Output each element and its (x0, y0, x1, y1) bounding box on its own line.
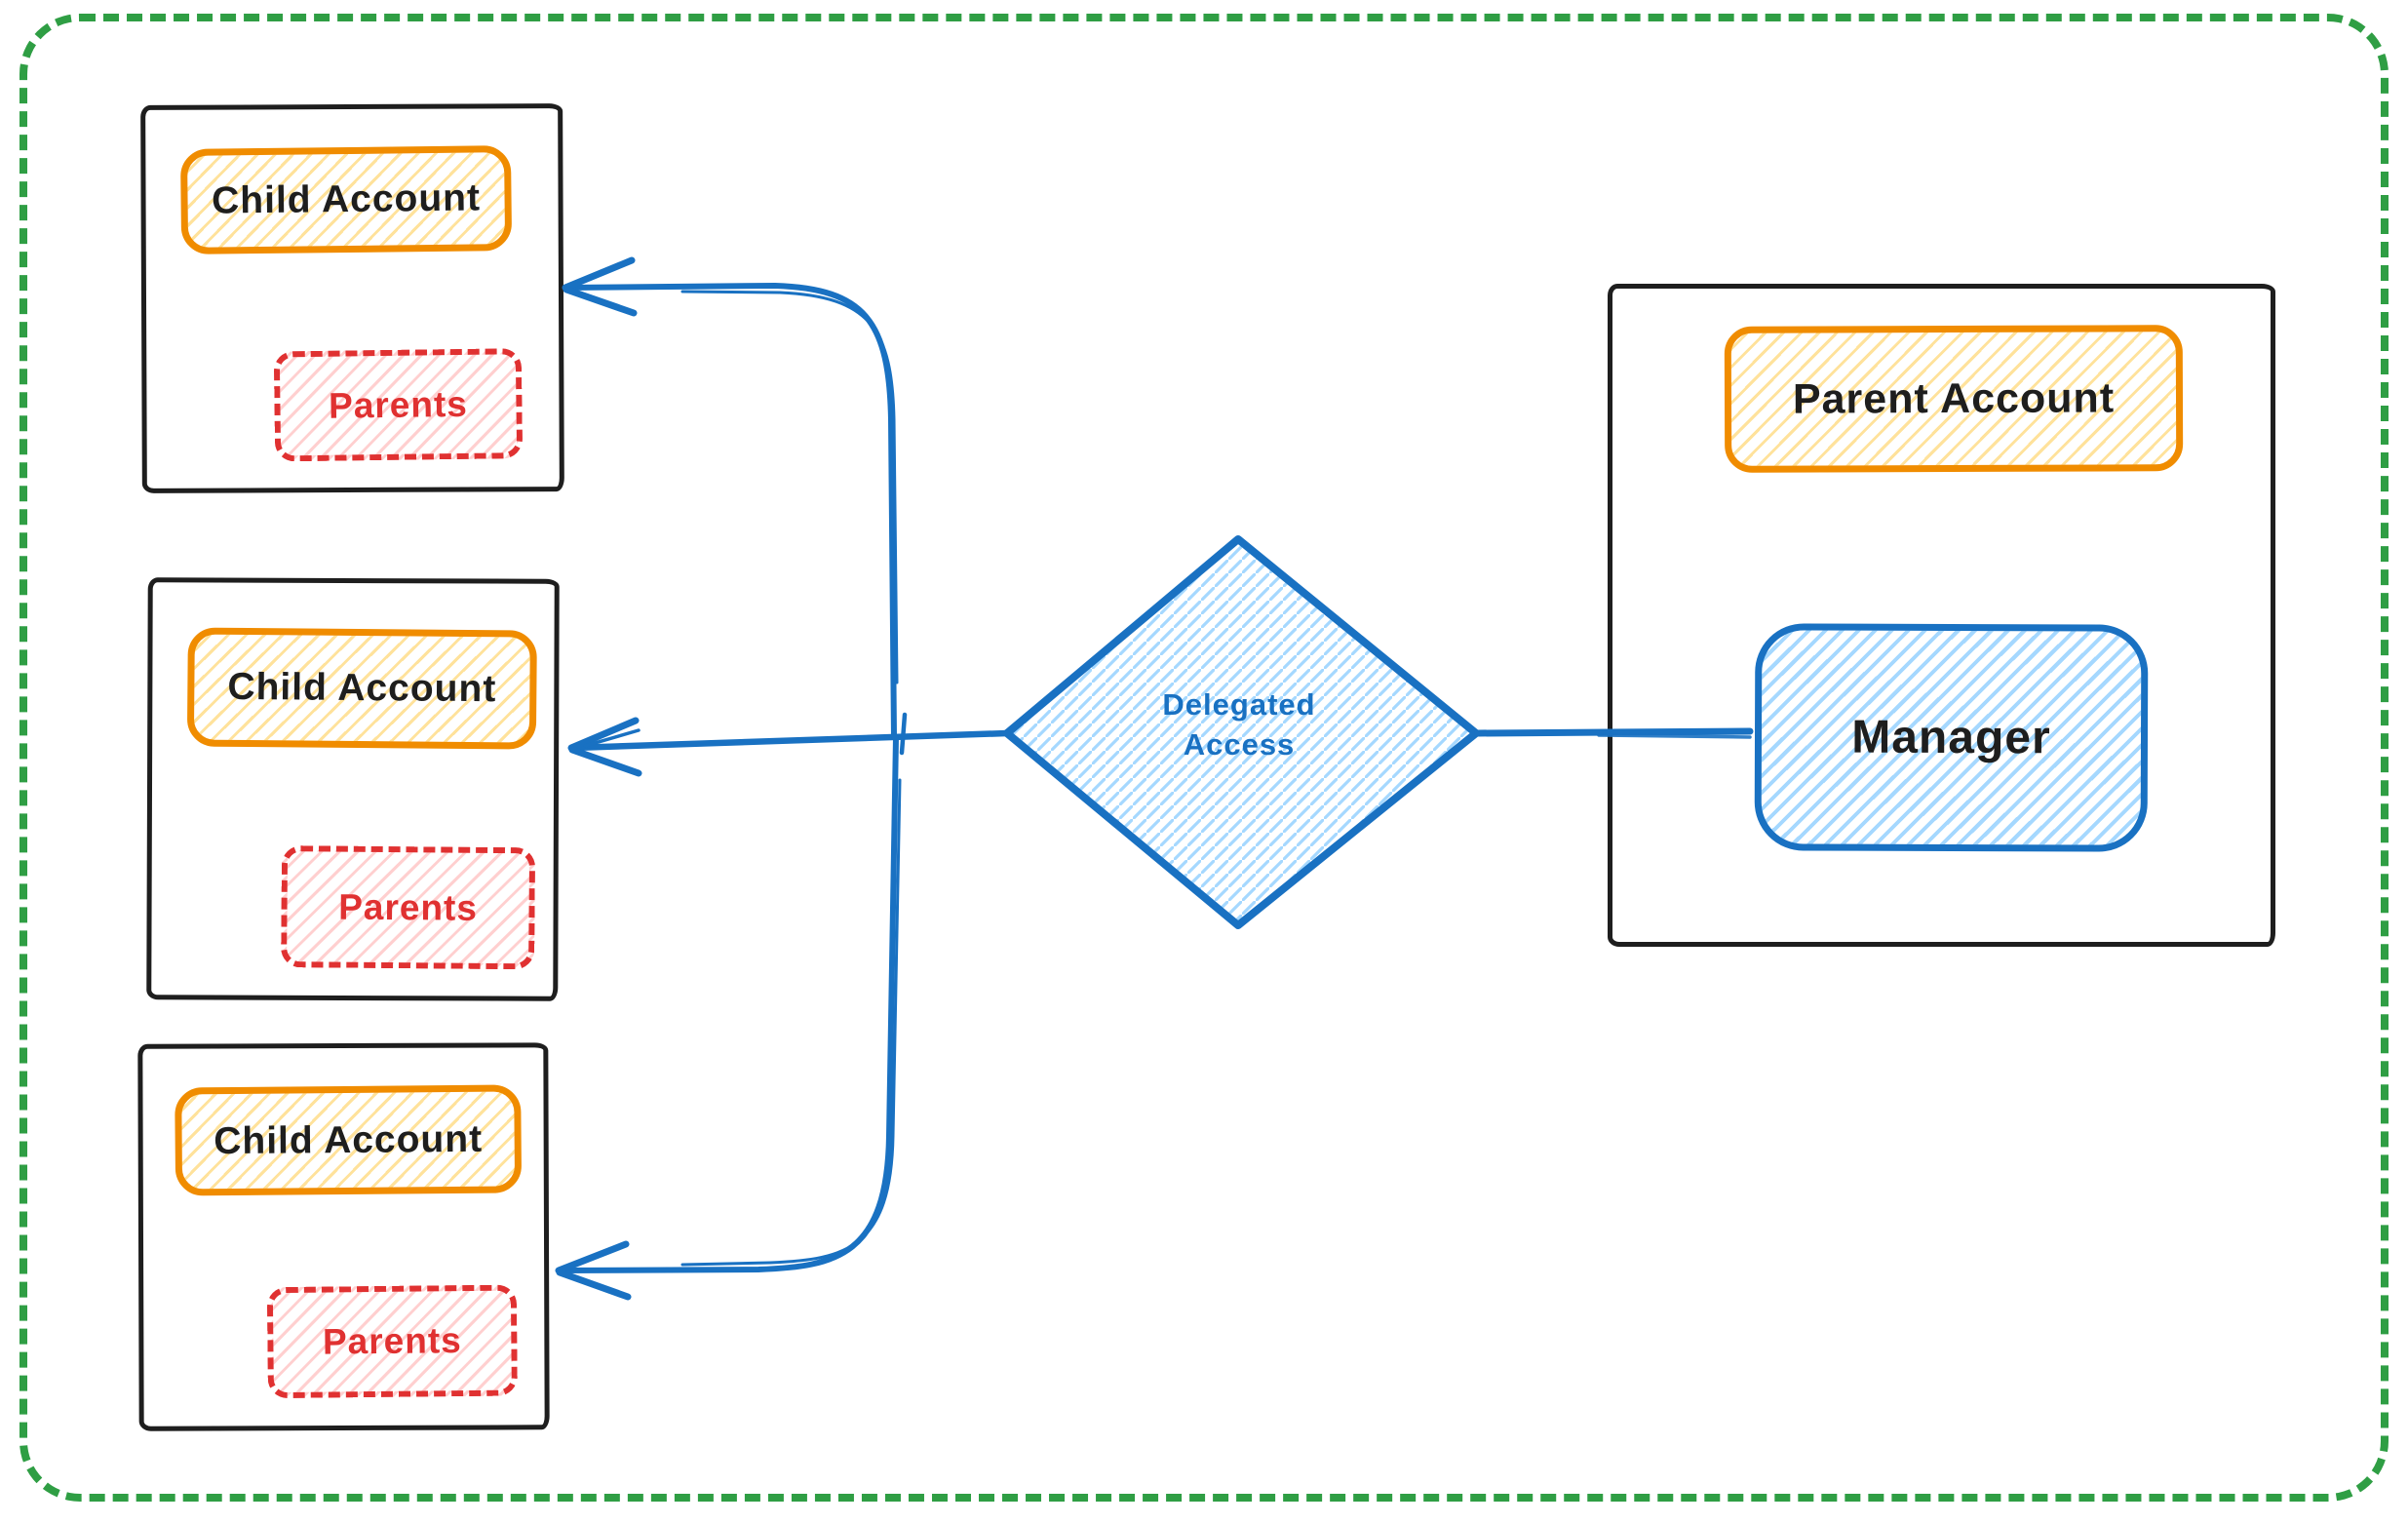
child-account-pill-2: Child Account (186, 627, 537, 750)
parent-account-label: Parent Account (1792, 373, 2116, 423)
child-account-box-2: Child Account Parents (146, 577, 560, 1001)
parent-account-box: Parent Account Manager (1608, 284, 2275, 947)
manager-node: Manager (1754, 623, 2149, 852)
parents-box-2: Parents (281, 845, 536, 970)
parents-label-3: Parents (322, 1320, 462, 1362)
parents-label-1: Parents (328, 383, 469, 426)
child-account-box-3: Child Account Parents (137, 1042, 550, 1431)
child-account-box-1: Child Account Parents (140, 103, 564, 493)
delegated-access-label: Delegated Access (1162, 687, 1316, 762)
manager-label: Manager (1851, 711, 2051, 764)
parent-account-pill: Parent Account (1724, 325, 2184, 473)
child-account-pill-3: Child Account (175, 1084, 523, 1196)
child-account-label-3: Child Account (214, 1117, 484, 1162)
parents-label-2: Parents (338, 886, 479, 928)
parents-box-3: Parents (266, 1284, 518, 1399)
parents-box-1: Parents (273, 348, 524, 462)
child-account-label-1: Child Account (211, 176, 482, 222)
child-account-label-2: Child Account (227, 665, 497, 711)
child-account-pill-1: Child Account (179, 145, 513, 254)
green-dashed-border (19, 14, 2389, 1502)
